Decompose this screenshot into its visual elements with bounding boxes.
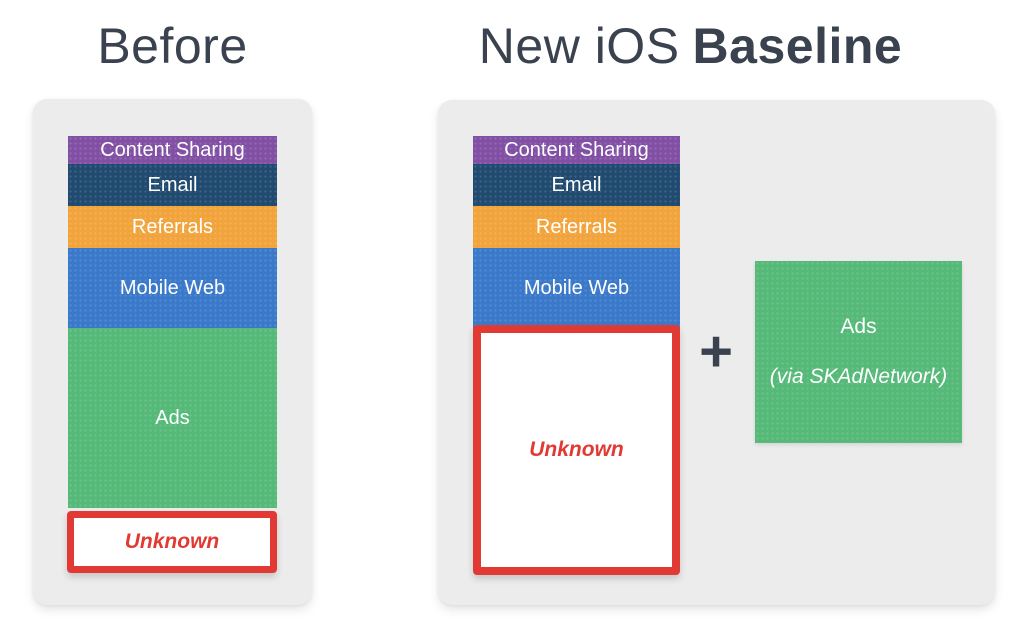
after-unknown-box: Unknown xyxy=(473,325,680,575)
after-segment-mobile-web: Mobile Web xyxy=(473,248,680,328)
after-stack: Content Sharing Email Referrals Mobile W… xyxy=(473,136,680,328)
after-title-bold: Baseline xyxy=(692,18,903,74)
after-ads-title: Ads xyxy=(840,315,877,338)
after-ads-subtitle: (via SKAdNetwork) xyxy=(769,365,948,388)
before-stack: Content Sharing Email Referrals Mobile W… xyxy=(68,136,277,508)
before-segment-content-sharing: Content Sharing xyxy=(68,136,277,164)
after-unknown-label: Unknown xyxy=(529,438,624,461)
before-segment-mobile-web: Mobile Web xyxy=(68,248,277,328)
before-unknown-box: Unknown xyxy=(67,511,277,573)
after-title-light: New iOS xyxy=(478,18,680,74)
before-segment-email: Email xyxy=(68,164,277,206)
after-panel: Content Sharing Email Referrals Mobile W… xyxy=(438,100,995,605)
before-segment-referrals: Referrals xyxy=(68,206,277,248)
after-segment-content-sharing: Content Sharing xyxy=(473,136,680,164)
before-segment-ads: Ads xyxy=(68,328,277,508)
after-segment-email: Email xyxy=(473,164,680,206)
after-ads-skadnetwork-box: Ads (via SKAdNetwork) xyxy=(755,261,962,443)
before-unknown-label: Unknown xyxy=(124,530,220,553)
plus-icon: + xyxy=(699,319,733,384)
before-title: Before xyxy=(97,18,248,74)
before-panel: Content Sharing Email Referrals Mobile W… xyxy=(33,99,312,605)
after-segment-referrals: Referrals xyxy=(473,206,680,248)
